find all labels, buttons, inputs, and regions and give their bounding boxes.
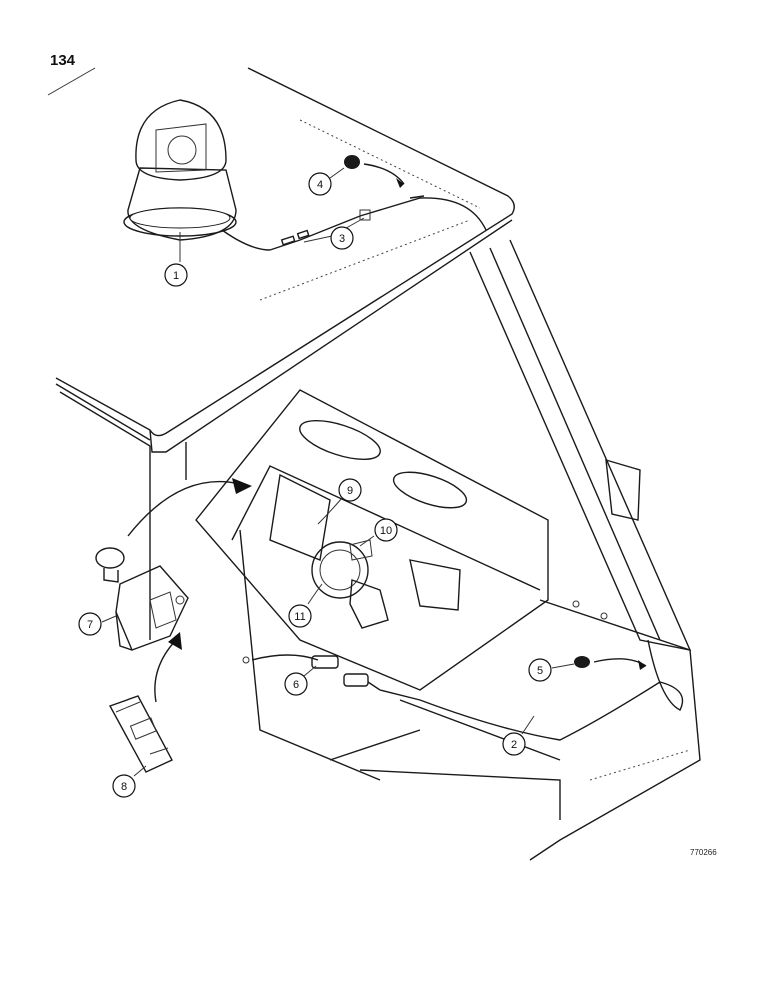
callout-1: 1 [164,232,188,287]
callout-7: 7 [78,612,117,636]
install-arrows [127,478,252,703]
console-body [195,389,701,861]
cab-pillar [469,239,692,651]
callout-11: 11 [288,583,323,628]
page-number: 134 [50,52,76,69]
callout-10: 10 [359,518,398,547]
svg-text:5: 5 [537,665,543,677]
callout-8: 8 [112,765,147,798]
callout-3: 3 [303,217,365,250]
beacon-light [123,99,271,251]
wire-harness-upper [269,195,487,251]
callout-6: 6 [284,665,317,696]
header-rule [47,67,96,96]
svg-text:4: 4 [317,179,323,191]
svg-text:1: 1 [173,270,179,282]
svg-text:6: 6 [293,679,299,691]
svg-text:2: 2 [511,739,517,751]
wire-harness-lower [242,639,684,741]
svg-text:7: 7 [87,619,93,631]
callout-5: 5 [528,658,575,682]
cab-roof [55,67,515,640]
grommet-5 [574,656,647,670]
callout-2: 2 [502,715,535,756]
switch-assembly [95,547,189,651]
svg-text:3: 3 [339,233,345,245]
fuse [108,695,173,773]
grommet-4 [344,155,405,188]
figure-code: 770266 [690,848,717,857]
callout-9: 9 [317,478,362,525]
svg-text:11: 11 [294,611,305,623]
svg-text:8: 8 [121,781,127,793]
svg-text:10: 10 [380,525,392,537]
svg-text:9: 9 [347,485,353,497]
callout-4: 4 [308,167,345,196]
